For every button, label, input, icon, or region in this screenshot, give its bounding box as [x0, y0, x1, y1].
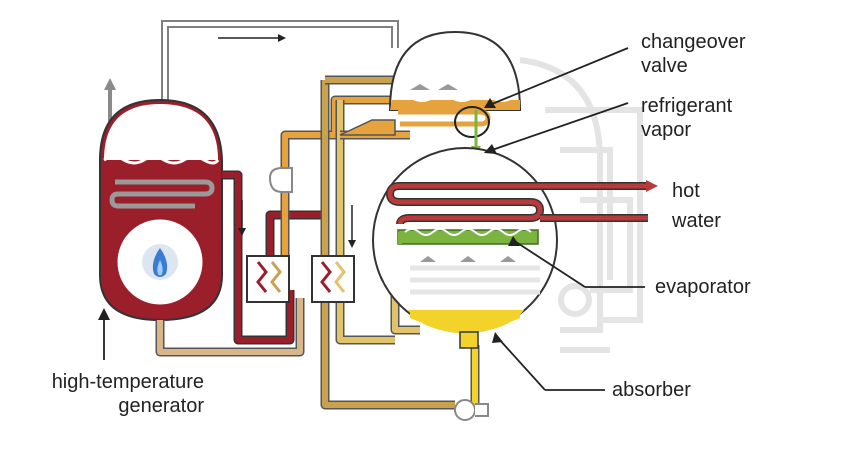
- hot-water-arrow-icon: [646, 180, 658, 192]
- refrigerant-vapor-label: refrigerant vapor: [641, 94, 732, 142]
- background-piping: [519, 57, 643, 353]
- high-temperature-generator-label-line2: generator: [118, 395, 204, 417]
- changeover-valve-label: changeover valve: [641, 30, 746, 78]
- flame-icon: [152, 248, 168, 277]
- hot-water-label-line1: hot: [672, 180, 700, 202]
- heat-exchanger-icon: [311, 255, 355, 303]
- refrigerant-vapor-label-line2: vapor: [641, 119, 692, 141]
- evaporator-absorber-vessel: [372, 147, 558, 349]
- high-temperature-generator-label-line1: high-temperature: [51, 371, 204, 393]
- hot-water-coils: [385, 182, 648, 225]
- condenser-vessel: [339, 30, 522, 136]
- evaporator-label: evaporator: [655, 276, 751, 298]
- absorber-label: absorber: [612, 379, 691, 401]
- high-temperature-generator-label: high-temperature generator: [24, 370, 204, 418]
- high-temperature-generator: [99, 98, 223, 322]
- leader-lines: [98, 47, 645, 391]
- hot-water-label-line2: water: [672, 210, 721, 232]
- heat-exchanger-icon: [246, 255, 290, 303]
- changeover-valve-label-line2: valve: [641, 55, 688, 77]
- hot-water-label: hot water: [672, 176, 721, 236]
- flow-arrow-icon: [348, 205, 356, 248]
- pump-icon: [454, 399, 489, 421]
- changeover-valve-label-line1: changeover: [641, 31, 746, 53]
- flow-arrow-icon: [218, 34, 286, 42]
- pump-icon: [268, 167, 293, 193]
- refrigerant-vapor-label-line1: refrigerant: [641, 95, 733, 117]
- flow-arrow-icon: [238, 200, 246, 236]
